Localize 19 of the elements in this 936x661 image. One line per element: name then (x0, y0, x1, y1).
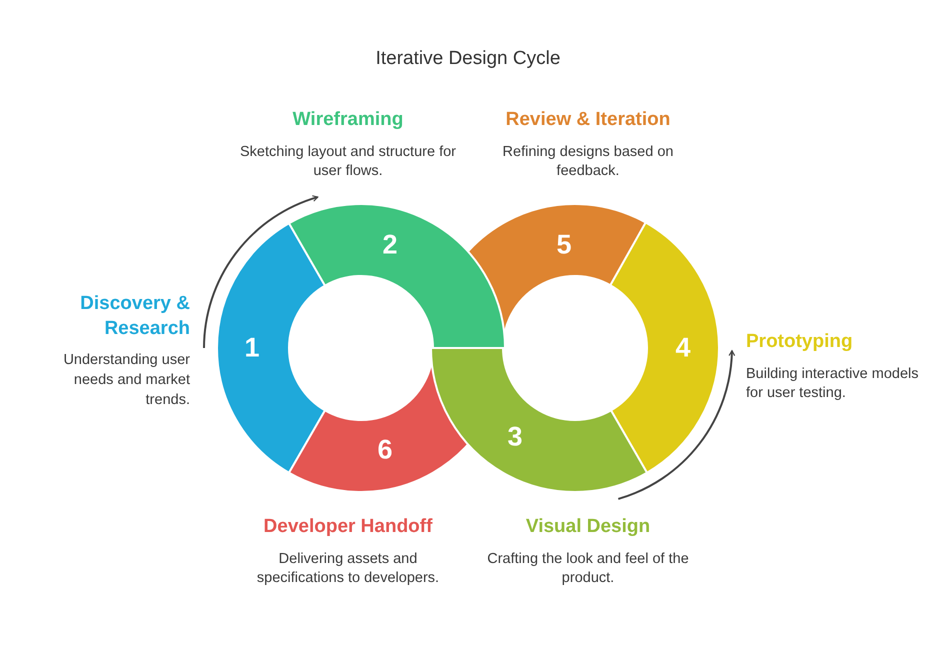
diagram-title: Iterative Design Cycle (374, 48, 562, 70)
step-number: 1 (244, 334, 260, 362)
step-title: Discovery & Research (79, 292, 190, 341)
step-number: 3 (507, 424, 523, 450)
step-title: Wireframing (292, 108, 404, 132)
step-description: Refining designs based on feedback. (502, 142, 674, 182)
step-title: Developer Handoff (264, 515, 432, 539)
step-description: Sketching layout and structure for user flows. (238, 142, 457, 182)
step-title: Review & Iteration (506, 108, 670, 132)
step-title: Visual Design (526, 515, 650, 539)
step-number: 4 (675, 334, 691, 362)
step-description: Understanding user needs and market trends. (62, 351, 190, 410)
step-description: Delivering assets and specifications to developers. (256, 550, 440, 588)
step-number: 2 (382, 232, 398, 258)
step-number: 6 (377, 436, 393, 464)
step-number: 5 (556, 232, 572, 258)
step-description: Building interactive models for user testing. (746, 364, 920, 404)
step-title: Prototyping (746, 330, 853, 354)
step-description: Crafting the look and feel of the product. (486, 550, 690, 588)
